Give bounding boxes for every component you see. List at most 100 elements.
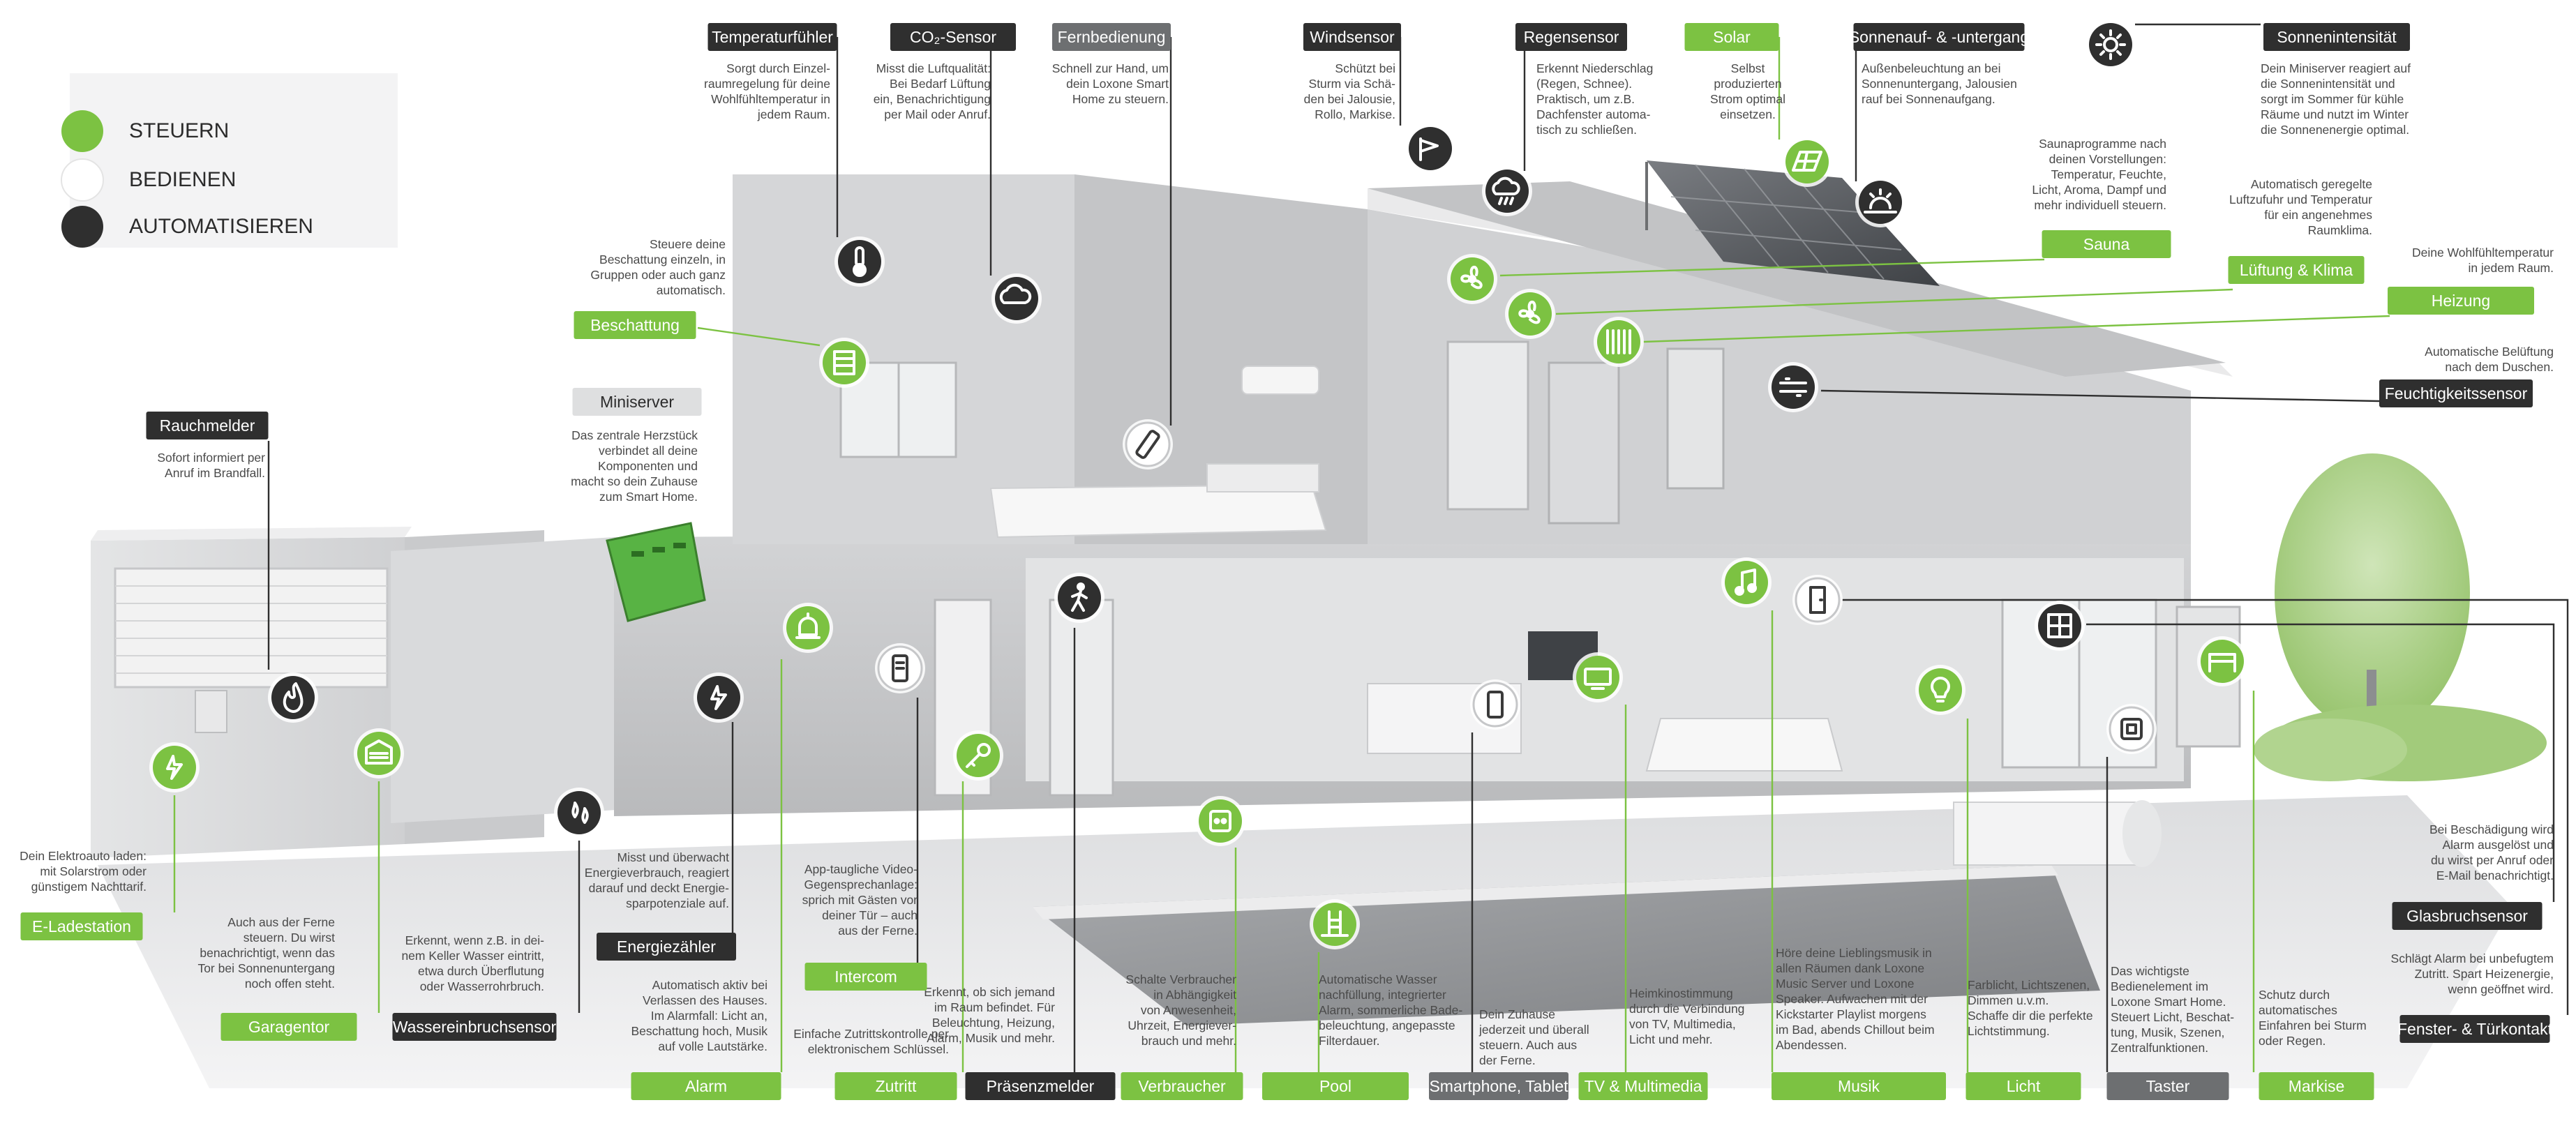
door-contact-icon bbox=[1792, 575, 1843, 625]
feature-icons bbox=[149, 20, 2247, 949]
description-line: Sofort informiert per bbox=[157, 451, 265, 465]
feature-label-text: Energiezähler bbox=[617, 938, 716, 956]
description-line: Misst die Luftqualität: bbox=[876, 61, 991, 75]
description-line: brauch und mehr. bbox=[1141, 1034, 1236, 1048]
description-line: steuern. Du wirst bbox=[244, 931, 335, 945]
description-line: etwa durch Überflutung bbox=[418, 964, 544, 978]
description-line: dein Loxone Smart bbox=[1066, 77, 1169, 91]
description-line: Schaffe dir die perfekte bbox=[1968, 1009, 2093, 1023]
description-line: Selbst bbox=[1731, 61, 1765, 75]
smartphone-icon bbox=[1470, 679, 1520, 730]
feature-label-text: Licht bbox=[2007, 1077, 2041, 1095]
smartphone-label: Smartphone, Tablet bbox=[1429, 1072, 1568, 1100]
legend-dot-steuern bbox=[61, 110, 103, 152]
description-line: verbindet all deine bbox=[599, 444, 698, 458]
awning-icon bbox=[2197, 636, 2247, 686]
remote-icon bbox=[1123, 419, 1173, 469]
temperaturfuehler-description: Sorgt durch Einzel-raumregelung für dein… bbox=[704, 61, 830, 121]
description-line: die Sonnenenergie optimal. bbox=[2261, 123, 2409, 137]
water-drop-icon bbox=[554, 788, 604, 838]
description-line: macht so dein Zuhause bbox=[571, 474, 698, 488]
description-line: Temperatur, Feuchte, bbox=[2051, 167, 2166, 181]
description-line: (Regen, Schnee). bbox=[1536, 77, 1632, 91]
description-line: einsetzen. bbox=[1720, 107, 1776, 121]
description-line: Beschattung einzeln, in bbox=[599, 253, 726, 266]
licht-description: Farblicht, Lichtszenen,Dimmen u.v.m.Scha… bbox=[1968, 978, 2093, 1038]
description-line: Schlägt Alarm bei unbefugtem bbox=[2391, 952, 2554, 965]
lueftung-label: Lüftung & Klima bbox=[2228, 256, 2365, 284]
wassereinbruch-description: Erkennt, wenn z.B. in dei-nem Keller Was… bbox=[401, 933, 544, 993]
feature-label-text: Taster bbox=[2146, 1077, 2190, 1095]
co2sensor-label: CO₂-Sensor bbox=[890, 23, 1016, 51]
feature-label-text: Rauchmelder bbox=[160, 416, 255, 435]
blinds-icon bbox=[819, 338, 869, 388]
description-line: Das zentrale Herzstück bbox=[571, 428, 698, 442]
markise-label: Markise bbox=[2259, 1072, 2374, 1100]
humidity-icon bbox=[1768, 362, 1818, 412]
solar-panel-icon bbox=[1782, 137, 1832, 187]
description-line: Saunaprogramme nach bbox=[2039, 137, 2166, 151]
feature-descriptions: Sorgt durch Einzel-raumregelung für dein… bbox=[20, 61, 2554, 1067]
feature-label-text: Markise bbox=[2289, 1077, 2345, 1095]
description-line: Abendessen. bbox=[1776, 1038, 1847, 1052]
description-line: die Sonnenintensität und bbox=[2261, 77, 2395, 91]
description-line: Räume und nutzt im Winter bbox=[2261, 107, 2409, 121]
description-line: Luftzufuhr und Temperatur bbox=[2229, 193, 2372, 206]
description-line: von TV, Multimedia, bbox=[1629, 1017, 1736, 1031]
heizung-label: Heizung bbox=[2388, 287, 2534, 315]
regensensor-label: Regensensor bbox=[1515, 23, 1627, 51]
pool-ladder-icon bbox=[1310, 899, 1360, 949]
description-line: elektronischem Schlüssel. bbox=[808, 1042, 949, 1056]
description-line: tung, Musik, Szenen, bbox=[2111, 1025, 2224, 1039]
description-line: Kickstarter Playlist morgens bbox=[1776, 1007, 1926, 1021]
description-line: jederzeit und überall bbox=[1478, 1023, 1589, 1037]
leader-lines bbox=[173, 23, 2569, 1072]
window-icon bbox=[2035, 601, 2085, 651]
description-line: in Abhängigkeit bbox=[1153, 988, 1236, 1002]
description-line: Schalte Verbraucher bbox=[1125, 972, 1236, 986]
walking-person-icon bbox=[1054, 573, 1104, 623]
description-line: Beleuchtung, Heizung, bbox=[932, 1016, 1055, 1030]
description-line: Dein Elektroauto laden: bbox=[20, 849, 147, 863]
feature-label-text: Regensensor bbox=[1524, 28, 1619, 46]
rauchmelder-label: Rauchmelder bbox=[146, 412, 269, 439]
description-line: der Ferne. bbox=[1479, 1053, 1536, 1067]
feature-label-text: Glasbruchsensor bbox=[2406, 907, 2528, 925]
description-line: Anruf im Brandfall. bbox=[165, 466, 265, 480]
description-line: ein, Benachrichtigung bbox=[874, 92, 991, 106]
windsensor-label: Windsensor bbox=[1303, 23, 1401, 51]
description-line: oder Wasserrohrbruch. bbox=[420, 979, 544, 993]
description-line: nach dem Duschen. bbox=[2445, 360, 2554, 374]
legend-dot-automatisieren bbox=[61, 206, 103, 248]
description-line: im Bad, abends Chillout beim bbox=[1776, 1023, 1935, 1037]
description-line: Das wichtigste bbox=[2111, 964, 2189, 978]
description-line: Bei Beschädigung wird bbox=[2429, 822, 2554, 836]
feature-label-text: Windsensor bbox=[1310, 28, 1395, 46]
feature-label-text: E-Ladestation bbox=[32, 917, 131, 935]
description-line: per Mail oder Anruf. bbox=[884, 107, 991, 121]
feature-label-text: Temperaturfühler bbox=[712, 28, 833, 46]
description-line: Gegensprechanlage: bbox=[804, 878, 918, 892]
fan-icon bbox=[1505, 289, 1555, 339]
description-line: deiner Tür – auch bbox=[822, 908, 918, 922]
description-line: Beschattung hoch, Musik bbox=[631, 1024, 767, 1038]
description-line: mehr individuell steuern. bbox=[2034, 198, 2166, 212]
description-line: sprich mit Gästen vor bbox=[802, 893, 918, 907]
temperaturfuehler-label: Temperaturfühler bbox=[707, 23, 837, 51]
fenster-label: Fenster- & Türkontakt bbox=[2397, 1015, 2553, 1043]
feature-label-text: Verbraucher bbox=[1138, 1077, 1226, 1095]
description-line: Dein Zuhause bbox=[1479, 1007, 1555, 1021]
description-line: in jedem Raum. bbox=[2468, 261, 2554, 275]
description-line: steuern. Auch aus bbox=[1479, 1038, 1577, 1052]
